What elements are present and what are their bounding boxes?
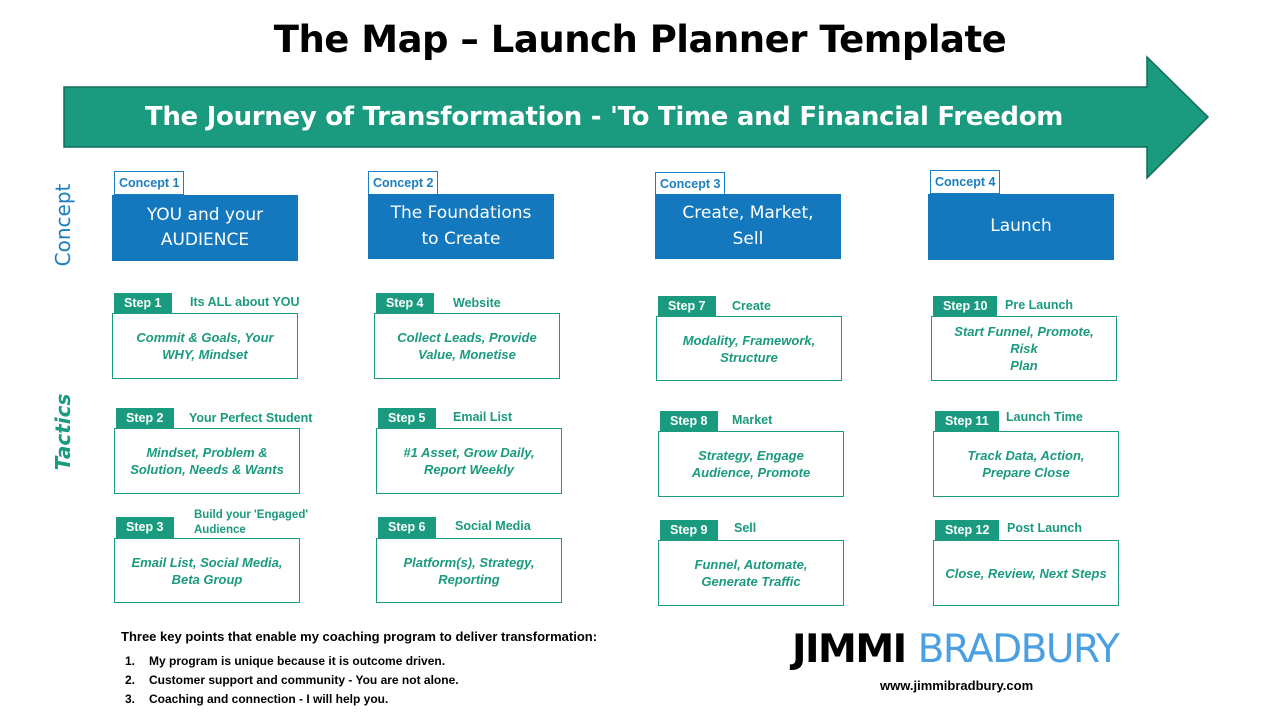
step-box: Modality, Framework,Structure bbox=[656, 316, 842, 381]
list-text: Coaching and connection - I will help yo… bbox=[149, 692, 389, 706]
journey-arrow bbox=[63, 55, 1210, 180]
step-line: Beta Group bbox=[171, 571, 243, 587]
step-tag: Step 1 bbox=[114, 293, 172, 314]
list-text: My program is unique because it is outco… bbox=[149, 654, 446, 668]
list-number: 1. bbox=[125, 654, 136, 668]
step-tag: Step 6 bbox=[378, 517, 436, 538]
step-line: Commit & Goals, Your bbox=[136, 330, 274, 345]
step-box: Track Data, Action, Prepare Close bbox=[933, 431, 1119, 497]
step-line: Track Data, Action, bbox=[967, 448, 1085, 463]
list-item: 1. My program is unique because it is out… bbox=[125, 652, 459, 671]
key-points-list: 1. My program is unique because it is out… bbox=[125, 652, 459, 709]
step-box: #1 Asset, Grow Daily, Report Weekly bbox=[376, 428, 562, 494]
step-line: Report Weekly bbox=[423, 462, 515, 477]
step-line: Solution, Needs & Wants bbox=[130, 462, 284, 477]
side-label-concept: Concept bbox=[51, 183, 75, 267]
step-tag: Step 12 bbox=[935, 520, 1000, 541]
step-line: Audience, Promote bbox=[691, 465, 811, 480]
logo-last-name: BRADBURY bbox=[917, 626, 1120, 672]
step-subtitle: Post Launch bbox=[1007, 521, 1083, 535]
concept-box: Create, Market, Sell bbox=[655, 194, 841, 259]
concept-tag: Concept 3 bbox=[655, 172, 726, 196]
step-box: Platform(s), Strategy,Reporting bbox=[376, 538, 562, 603]
concept-line: Launch bbox=[990, 216, 1052, 237]
concept-line: AUDIENCE bbox=[160, 230, 250, 250]
website-link[interactable]: www.jimmibradbury.com bbox=[880, 678, 1034, 693]
list-number: 2. bbox=[125, 673, 136, 687]
step-box: Close, Review, Next Steps bbox=[933, 540, 1119, 606]
step-tag: Step 2 bbox=[116, 408, 174, 429]
step-line: Reporting bbox=[438, 571, 500, 587]
step-line: Collect Leads, Provide bbox=[397, 330, 537, 345]
logo-first-name: JIMMI bbox=[792, 626, 907, 672]
step-tag: Step 10 bbox=[933, 296, 998, 317]
page-title: The Map – Launch Planner Template bbox=[273, 18, 1007, 61]
step-line: WHY, Mindset bbox=[162, 347, 248, 362]
step-tag: Step 3 bbox=[116, 517, 174, 538]
step-subtitle: Website bbox=[453, 296, 501, 310]
step-box: Funnel, Automate, Generate Traffic bbox=[658, 540, 844, 606]
key-points-heading: Three key points that enable my coaching… bbox=[121, 629, 598, 644]
step-tag: Step 8 bbox=[660, 411, 718, 432]
step-line: Plan bbox=[1010, 358, 1038, 373]
step-line: Generate Traffic bbox=[701, 574, 801, 589]
step-tag: Step 5 bbox=[378, 408, 436, 429]
step-line: Strategy, Engage bbox=[698, 448, 804, 463]
step-subtitle: Its ALL about YOU bbox=[190, 295, 300, 309]
step-line: Value, Monetise bbox=[418, 347, 516, 362]
step-subtitle: Market bbox=[732, 413, 773, 427]
step-box: Email List, Social Media,Beta Group bbox=[114, 538, 300, 603]
step-box: Mindset, Problem & Solution, Needs & Want… bbox=[114, 428, 300, 494]
concept-tag: Concept 2 bbox=[368, 171, 439, 195]
step-tag: Step 7 bbox=[658, 296, 716, 317]
step-subtitle: Create bbox=[732, 299, 771, 313]
concept-box: The Foundations to Create bbox=[368, 194, 554, 259]
step-line: #1 Asset, Grow Daily, bbox=[403, 445, 535, 460]
list-number: 3. bbox=[125, 692, 136, 706]
step-line: Modality, Framework, bbox=[682, 332, 816, 348]
concept-tag: Concept 4 bbox=[930, 170, 1001, 194]
side-label-tactics: Tactics bbox=[51, 393, 75, 471]
step-line: Mindset, Problem & bbox=[146, 445, 268, 460]
list-text: Customer support and community - You are… bbox=[149, 673, 459, 687]
list-item: 3. Coaching and connection - I will help … bbox=[125, 690, 459, 709]
step-tag: Step 11 bbox=[935, 411, 999, 432]
step-tag: Step 9 bbox=[660, 520, 718, 541]
step-subtitle: Sell bbox=[734, 521, 757, 535]
concept-line: Sell bbox=[732, 228, 764, 249]
list-item: 2. Customer support and community - You a… bbox=[125, 671, 459, 690]
step-subtitle: Pre Launch bbox=[1005, 298, 1074, 312]
step-line: Structure bbox=[720, 349, 778, 365]
concept-tag: Concept 1 bbox=[114, 171, 185, 195]
step-line: Funnel, Automate, bbox=[694, 557, 808, 572]
concept-box: Launch bbox=[928, 194, 1114, 260]
step-tag: Step 4 bbox=[376, 293, 434, 314]
step-line: Close, Review, Next Steps bbox=[945, 565, 1107, 581]
step-subtitle: Your Perfect Student bbox=[189, 411, 313, 425]
step-line: Start Funnel, Promote, Risk bbox=[954, 324, 1094, 356]
concept-line: Create, Market, bbox=[682, 203, 814, 223]
concept-line: to Create bbox=[421, 228, 501, 249]
concept-line: The Foundations bbox=[390, 203, 532, 223]
step-subtitle: Social Media bbox=[455, 519, 531, 533]
step-subtitle: Launch Time bbox=[1006, 410, 1083, 424]
step-subtitle: Build your 'Engaged' Audience bbox=[194, 509, 309, 536]
step-line: Platform(s), Strategy, bbox=[403, 554, 535, 570]
step-line: Prepare Close bbox=[982, 465, 1070, 480]
journey-banner-text: The Journey of Transformation - 'To Time… bbox=[144, 102, 1064, 132]
step-line: Email List, Social Media, bbox=[131, 554, 283, 570]
concept-line: YOU and your bbox=[146, 204, 264, 225]
step-subtitle: Email List bbox=[453, 410, 513, 424]
